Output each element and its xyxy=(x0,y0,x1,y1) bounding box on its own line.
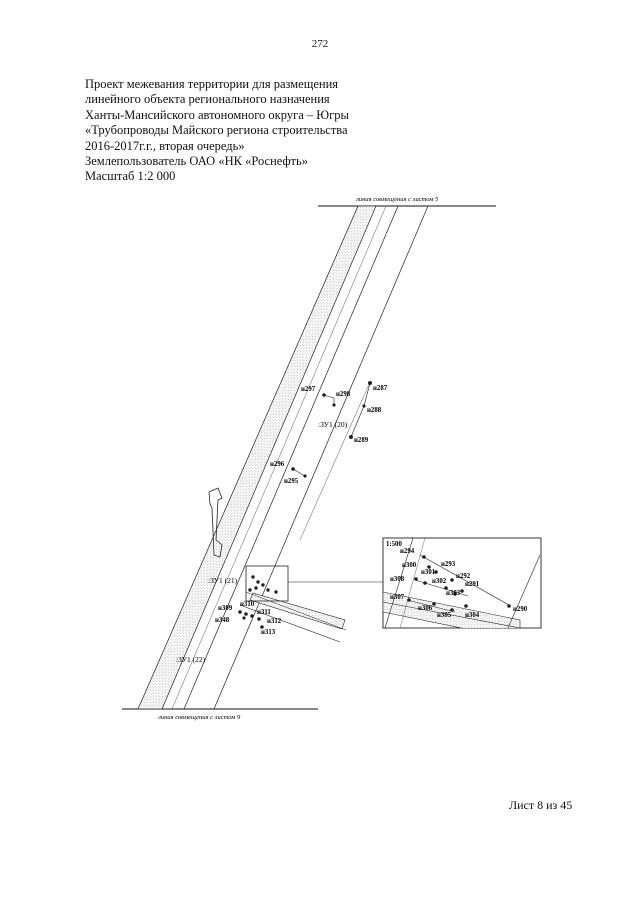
corridor-line xyxy=(183,205,399,710)
parcel-edge xyxy=(292,468,306,477)
inset-scale: 1:500 xyxy=(386,541,402,548)
point-label: н348 xyxy=(215,617,230,624)
point-label: н301 xyxy=(421,569,436,576)
crossing-line xyxy=(239,604,341,643)
survey-point xyxy=(291,467,295,471)
point-label: н304 xyxy=(465,612,480,619)
boundary-line xyxy=(171,205,387,710)
combination-label-bottom: линия совмещения с листом 9 xyxy=(157,714,241,721)
scale-line: Масштаб 1:2 000 xyxy=(85,169,176,184)
point-label: н305 xyxy=(437,612,452,619)
point-label: н288 xyxy=(367,407,382,414)
survey-point xyxy=(322,393,326,397)
point-label: н306 xyxy=(418,605,433,612)
corridor-line xyxy=(213,205,429,710)
title-block: Проект межевания территории для размещен… xyxy=(85,77,415,185)
point-label: н294 xyxy=(400,548,415,555)
point-label: н298 xyxy=(336,391,351,398)
survey-point xyxy=(368,381,372,385)
parcel-label: :ЗУ1 (20) xyxy=(318,420,348,429)
boundary-line xyxy=(299,381,371,541)
lower-points xyxy=(238,610,264,629)
land-user-line: Землепользователь ОАО «НК «Роснефть» xyxy=(85,154,308,169)
point-label: н291 xyxy=(465,581,480,588)
point-label: н312 xyxy=(267,618,282,625)
point-label: н293 xyxy=(441,561,456,568)
parcel-label: :ЗУ1 (21) xyxy=(208,576,238,585)
point-label: н313 xyxy=(261,629,276,636)
point-label: н307 xyxy=(390,594,405,601)
point-label: н297 xyxy=(301,386,316,393)
point-label: н295 xyxy=(284,478,299,485)
title-line: «Трубопроводы Майского региона строитель… xyxy=(85,123,348,138)
point-label: н309 xyxy=(218,605,233,612)
inset-detail xyxy=(382,537,542,629)
junction-points xyxy=(248,575,278,594)
point-label: н287 xyxy=(373,385,388,392)
parcel-edge xyxy=(350,405,365,438)
point-label: н290 xyxy=(513,606,528,613)
sheet-number: Лист 8 из 45 xyxy=(509,798,573,812)
combination-label-top: линия совмещения с листом 5 xyxy=(355,196,439,203)
survey-point xyxy=(349,435,353,439)
parcel-label: :ЗУ1 (22) xyxy=(176,655,206,664)
point-label: н308 xyxy=(390,576,405,583)
structure-outline xyxy=(208,487,223,558)
survey-point xyxy=(303,474,307,478)
title-line: Ханты-Мансийского автономного округа – Ю… xyxy=(85,107,349,122)
point-label: н302 xyxy=(432,578,447,585)
point-label: н310 xyxy=(240,601,255,608)
point-label: н303 xyxy=(446,590,461,597)
parcel-edge xyxy=(363,382,371,407)
title-line: линейного объекта регионального назначен… xyxy=(85,92,330,107)
crossing-band xyxy=(249,592,346,630)
survey-point xyxy=(332,403,336,407)
point-label: н292 xyxy=(456,573,471,580)
crossing-line xyxy=(245,591,347,631)
road-band xyxy=(137,205,377,710)
point-label: н311 xyxy=(257,609,271,616)
point-label: н296 xyxy=(270,461,285,468)
survey-point xyxy=(362,404,366,408)
point-label: н300 xyxy=(402,562,417,569)
title-line: Проект межевания территории для размещен… xyxy=(85,77,339,91)
page-number: 272 xyxy=(311,38,329,50)
detail-frame xyxy=(245,565,289,602)
title-line: 2016-2017г.г., вторая очередь» xyxy=(85,138,245,153)
point-label: н289 xyxy=(354,437,369,444)
